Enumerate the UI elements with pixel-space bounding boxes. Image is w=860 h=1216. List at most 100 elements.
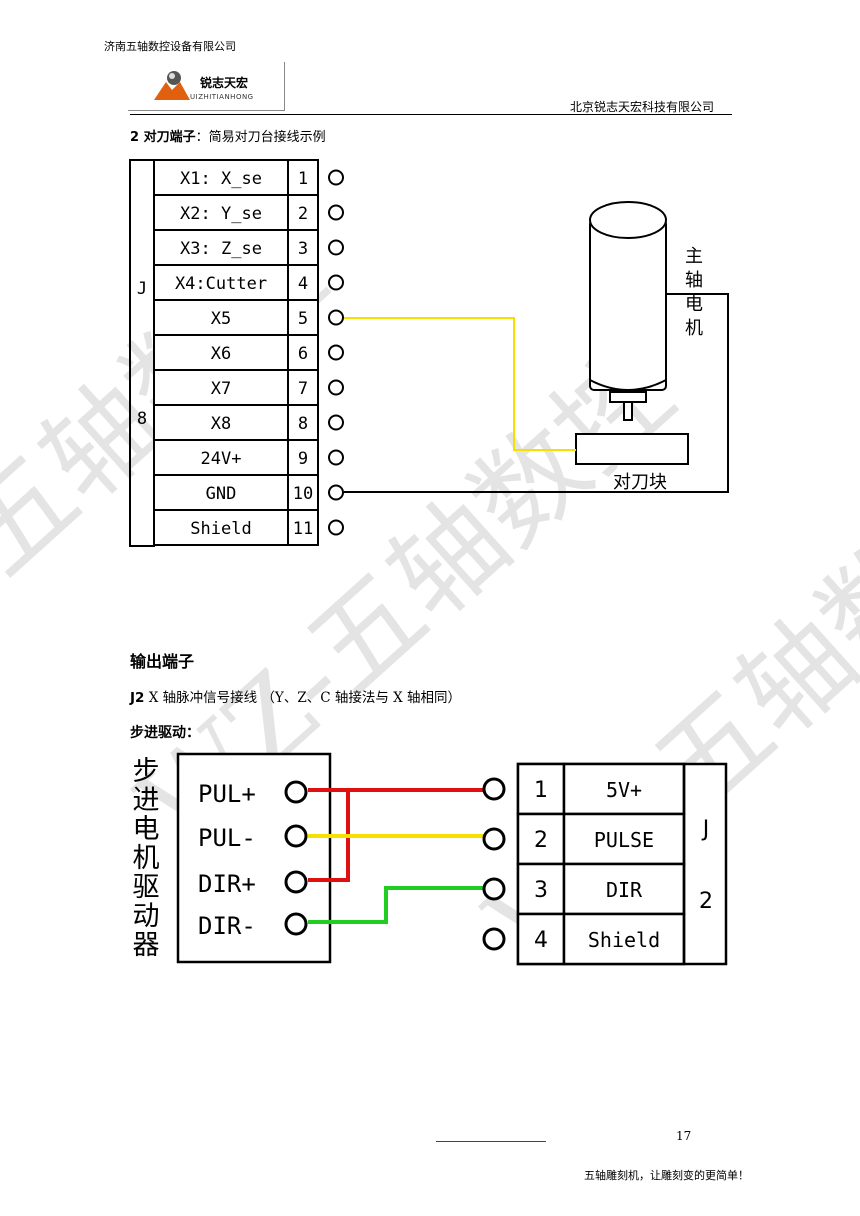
- j8-row-label: X4:Cutter: [175, 274, 267, 294]
- j8-row-label: X7: [211, 379, 231, 399]
- logo-frame: [128, 62, 285, 111]
- terminal-screw-icon: [284, 824, 308, 848]
- header-company-right: 北京锐志天宏科技有限公司: [570, 100, 715, 114]
- j2-number-cell: [516, 762, 566, 816]
- terminal-screw-icon: [328, 204, 344, 221]
- j2-description: J2 X 轴脉冲信号接线 （Y、Z、C 轴接法与 X 轴相同）: [130, 686, 461, 706]
- j8-row-label: X1: X_se: [180, 169, 262, 189]
- j8-row-label: X6: [211, 344, 231, 364]
- j8-row-label: X5: [211, 309, 231, 329]
- spindle-body: [589, 219, 667, 391]
- driver-pin-label: DIR-: [198, 912, 256, 940]
- section-title-bold: 2 对刀端子: [130, 130, 196, 145]
- j8-label-cell: [153, 509, 289, 546]
- j2-row-number: 3: [534, 878, 548, 903]
- terminal-screw-icon: [328, 309, 344, 326]
- wire-dir-minus-green: [308, 886, 486, 924]
- j8-row-number: 9: [298, 449, 308, 469]
- j2-label-cell: [562, 762, 686, 816]
- driver-pin-label: PUL-: [198, 824, 256, 852]
- j8-row-label: GND: [206, 484, 237, 504]
- wire-dir-plus-red: [308, 790, 350, 882]
- j2-row-label: 5V+: [606, 778, 642, 802]
- driver-pin-label: PUL+: [198, 780, 256, 808]
- logo-name-en: UIZHITIANHONG: [190, 93, 254, 101]
- terminal-screw-icon: [328, 344, 344, 361]
- driver-side-char: 进: [133, 785, 160, 816]
- terminal-screw-icon: [482, 777, 506, 801]
- page-number: 17: [676, 1129, 692, 1143]
- terminal-screw-icon: [284, 870, 308, 894]
- spindle-top: [589, 201, 667, 239]
- j8-row-number: 5: [298, 309, 308, 329]
- terminal-screw-icon: [328, 274, 344, 291]
- j2-row-label: DIR: [606, 878, 643, 902]
- header-company-left: 济南五轴数控设备有限公司: [104, 40, 236, 53]
- terminal-screw-icon: [328, 414, 344, 431]
- j2-row-label: Shield: [588, 928, 660, 952]
- terminal-screw-icon: [482, 927, 506, 951]
- spindle-tool: [623, 401, 633, 421]
- header-rule: [130, 114, 732, 115]
- section-title-tool-setter: 2 对刀端子：简易对刀台接线示例: [130, 126, 326, 145]
- j2-label-cell: [562, 812, 686, 866]
- j8-row-number: 3: [298, 239, 308, 259]
- j8-row-number: 2: [298, 204, 308, 224]
- terminal-screw-icon: [328, 519, 344, 536]
- terminal-screw-icon: [328, 379, 344, 396]
- j8-row-number: 4: [298, 274, 308, 294]
- wire-x5-yellow: [344, 317, 576, 451]
- spindle-label-4: 机: [685, 318, 703, 339]
- driver-side-char: 动: [133, 901, 160, 932]
- logo-name: 锐志天宏: [200, 76, 249, 90]
- j8-row-label: Shield: [190, 519, 251, 539]
- wire-gnd-black: [344, 293, 729, 493]
- j2-row-label: PULSE: [594, 828, 654, 852]
- j2-number-cell: [516, 912, 566, 966]
- driver-side-char: 步: [133, 756, 160, 787]
- footer-slogan: 五轴雕刻机，让雕刻变的更简单！: [584, 1169, 749, 1182]
- j8-label-cell: [153, 404, 289, 441]
- j8-label-cell: [153, 439, 289, 476]
- j8-number-cell: [287, 299, 319, 336]
- terminal-screw-icon: [482, 827, 506, 851]
- section-title-rest: ：简易对刀台接线示例: [195, 130, 326, 145]
- j8-number-cell: [287, 509, 319, 546]
- tool-block: [575, 433, 689, 465]
- j8-side-bar: [129, 159, 155, 547]
- output-title: 输出端子: [130, 652, 195, 671]
- driver-side-char: 器: [133, 930, 160, 961]
- j2-label-j: J: [701, 817, 710, 842]
- j8-row-number: 7: [298, 379, 308, 399]
- j8-row-label: X8: [211, 414, 231, 434]
- j8-row-number: 10: [293, 484, 313, 504]
- terminal-screw-icon: [328, 169, 344, 186]
- j8-row-number: 1: [298, 169, 308, 189]
- j2-text: X 轴脉冲信号接线 （Y、Z、C 轴接法与 X 轴相同）: [144, 690, 462, 706]
- spindle-label-3: 电: [685, 294, 703, 315]
- tool-block-label: 对刀块: [613, 472, 667, 493]
- j2-row-number: 1: [534, 778, 548, 803]
- driver-side-char: 机: [133, 843, 160, 874]
- terminal-screw-icon: [328, 449, 344, 466]
- j8-row-label: X3: Z_se: [180, 239, 262, 259]
- spindle-label-2: 轴: [685, 270, 703, 291]
- j8-number-cell: [287, 159, 319, 196]
- j2-label: J2: [130, 690, 145, 706]
- driver-side-char: 电: [133, 814, 160, 845]
- driver-side-char: 驱: [133, 872, 160, 903]
- j8-number-cell: [287, 334, 319, 371]
- terminal-screw-icon: [284, 780, 308, 804]
- j8-number-cell: [287, 404, 319, 441]
- logo-icon: [154, 71, 190, 100]
- j2-row-number: 2: [534, 828, 548, 853]
- j8-label-cell: [153, 159, 289, 196]
- terminal-screw-icon: [328, 239, 344, 256]
- terminal-screw-icon: [482, 877, 506, 901]
- j8-row-number: 8: [298, 414, 308, 434]
- j8-row-label: X2: Y_se: [180, 204, 262, 224]
- j8-row-label: 24V+: [201, 449, 242, 469]
- spindle-label-1: 主: [685, 246, 703, 267]
